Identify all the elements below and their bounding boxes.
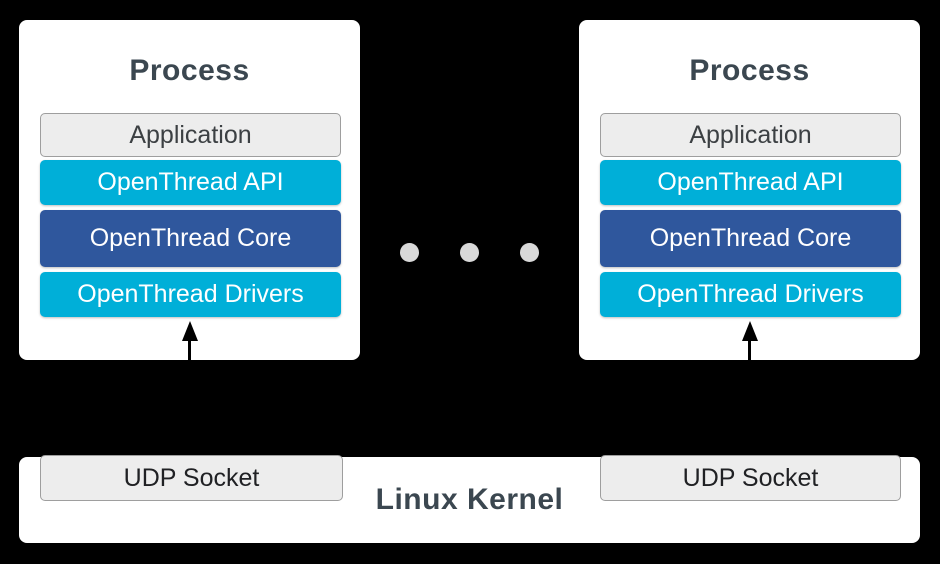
ellipsis-dot: [400, 243, 419, 262]
layer-openthread-drivers: OpenThread Drivers: [40, 272, 341, 317]
up-arrow: [181, 321, 198, 360]
ellipsis-dot: [520, 243, 539, 262]
arrow-head-icon: [741, 321, 758, 341]
process-panel-left: Process Application OpenThread API OpenT…: [19, 20, 360, 360]
layer-openthread-core: OpenThread Core: [600, 210, 901, 267]
arrow-shaft: [188, 341, 191, 360]
layer-openthread-api: OpenThread API: [40, 160, 341, 205]
layer-openthread-drivers: OpenThread Drivers: [600, 272, 901, 317]
udp-socket-right: UDP Socket: [600, 455, 901, 501]
arrow-head-icon: [181, 321, 198, 341]
up-arrow: [741, 321, 758, 360]
linux-kernel-label: Linux Kernel: [375, 483, 564, 516]
linux-kernel-panel: Linux Kernel UDP Socket UDP Socket: [19, 455, 920, 543]
process-panel-right: Process Application OpenThread API OpenT…: [579, 20, 920, 360]
ellipsis-dot: [460, 243, 479, 262]
process-title: Process: [689, 54, 810, 87]
layer-openthread-core: OpenThread Core: [40, 210, 341, 267]
process-title: Process: [129, 54, 250, 87]
layer-application: Application: [600, 113, 901, 157]
layer-openthread-api: OpenThread API: [600, 160, 901, 205]
layer-application: Application: [40, 113, 341, 157]
arrow-shaft: [748, 341, 751, 360]
udp-socket-left: UDP Socket: [40, 455, 343, 501]
